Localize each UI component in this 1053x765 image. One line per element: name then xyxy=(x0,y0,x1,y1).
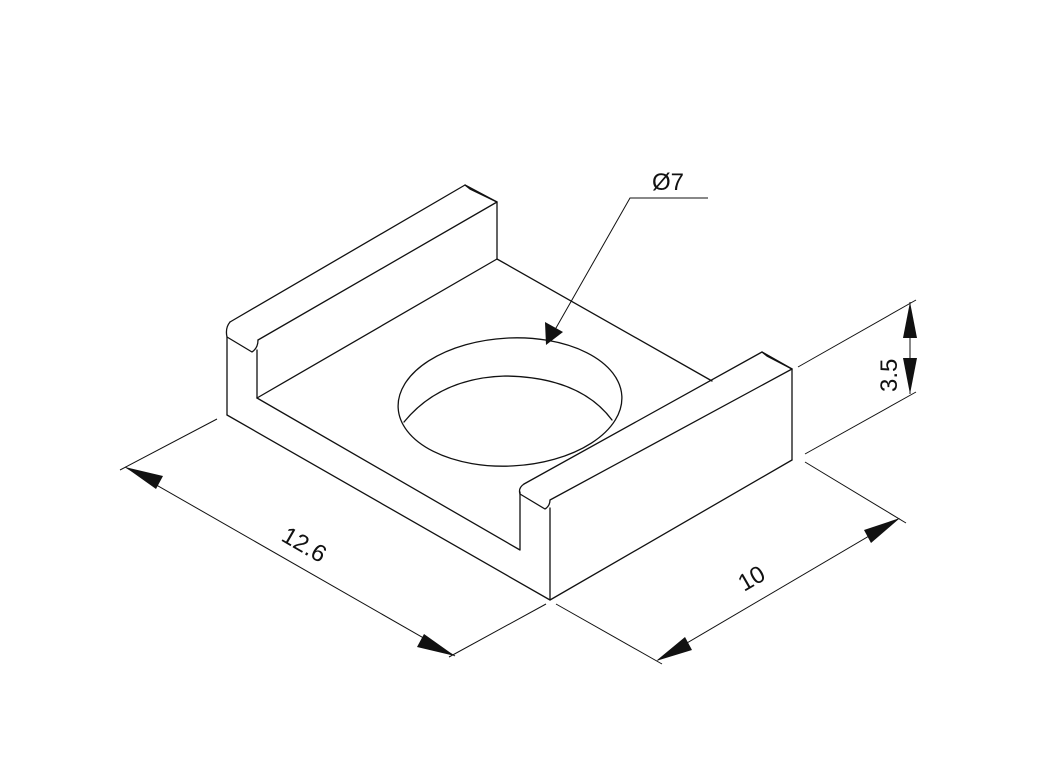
through-hole xyxy=(397,337,623,467)
part-outline xyxy=(225,184,793,601)
diameter-label: Ø7 xyxy=(652,169,684,196)
width-dimension: 10 xyxy=(555,461,907,665)
length-label: 12.6 xyxy=(277,522,331,569)
diameter-callout: Ø7 xyxy=(545,169,708,345)
height-label: 3.5 xyxy=(876,359,903,392)
length-dimension: 12.6 xyxy=(119,418,547,658)
width-label: 10 xyxy=(734,560,771,597)
height-dimension: 3.5 xyxy=(797,299,917,455)
